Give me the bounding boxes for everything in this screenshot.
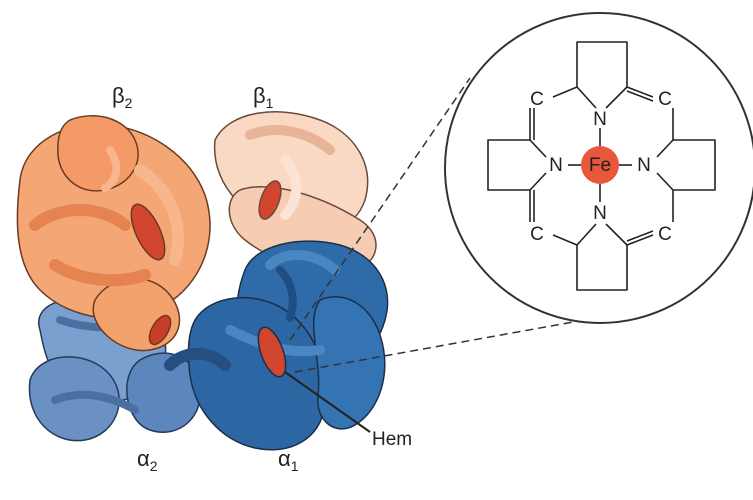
- pyrrole-left: [487, 139, 530, 191]
- iron-label: Fe: [589, 155, 611, 176]
- nitrogen-bottom: N: [593, 203, 607, 224]
- nitrogen-right: N: [637, 155, 651, 176]
- alpha1-label: α1: [278, 446, 299, 474]
- beta1-label: β1: [253, 83, 274, 111]
- carbon-top-left: C: [530, 89, 544, 110]
- nitrogen-top: N: [593, 109, 607, 130]
- hemoglobin-molecule: [16, 111, 389, 451]
- nitrogen-left: N: [549, 155, 563, 176]
- carbon-top-right: C: [658, 89, 672, 110]
- beta2-label: β2: [112, 83, 133, 111]
- alpha2-label: α2: [137, 446, 158, 474]
- heme-label: Hem: [372, 429, 412, 450]
- alpha1-subunit: [164, 240, 389, 451]
- iron-atom: [581, 146, 619, 184]
- carbon-bottom-left: C: [530, 224, 544, 245]
- pyrrole-right: [673, 139, 716, 191]
- carbon-bottom-right: C: [658, 224, 672, 245]
- zoom-line-top: [289, 77, 471, 341]
- pyrrole-bottom: [576, 245, 628, 291]
- beta2-subunit: [16, 115, 211, 352]
- heme-pointer-line: [284, 371, 371, 433]
- pyrrole-top: [576, 41, 628, 87]
- porphyrin-callout: Fe N N N N C C C C: [444, 12, 753, 324]
